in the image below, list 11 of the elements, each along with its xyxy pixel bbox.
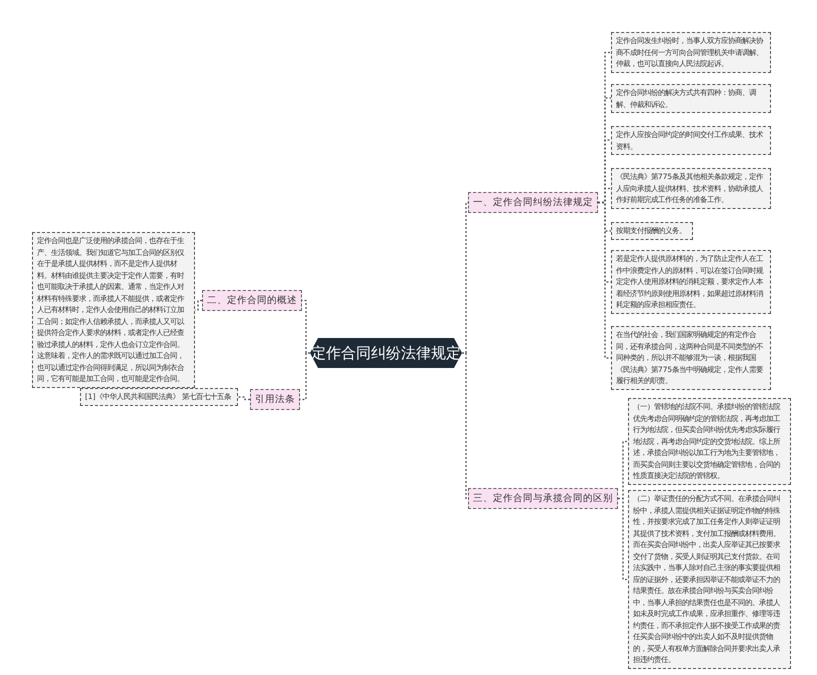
connector: [238, 396, 250, 400]
connector: [300, 352, 310, 400]
central-topic: 定作合同纠纷法律规定: [310, 338, 462, 368]
connector: [598, 202, 611, 359]
connector: [462, 352, 468, 500]
topic-box: 二、定作合同的概述: [202, 290, 302, 311]
topic-box: 一、定作合同纠纷法律规定: [468, 192, 598, 213]
connector: [618, 498, 628, 580]
connector: [195, 300, 202, 311]
topic-box: 引用法条: [250, 389, 300, 410]
topic-box: 三、定作合同与承揽合同的区别: [468, 488, 618, 509]
